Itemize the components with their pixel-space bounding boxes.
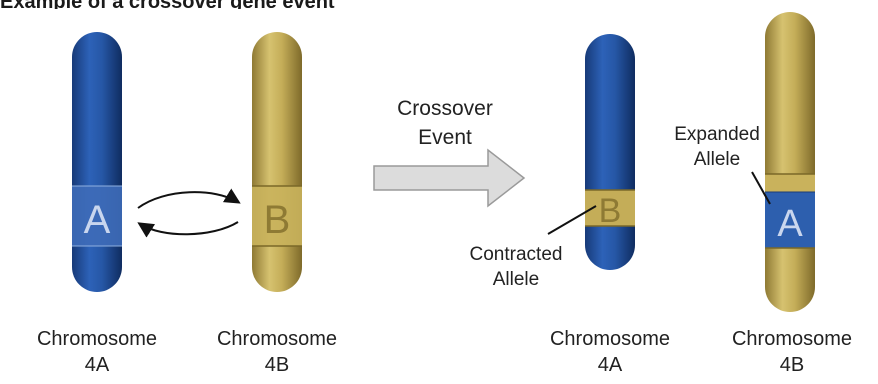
allele-letter: B — [599, 192, 622, 230]
left-chromosome-4a: A — [72, 32, 122, 292]
chromosome-body — [585, 34, 635, 270]
exchange-arrow-right — [138, 192, 238, 208]
right-chromosome-4a: B — [585, 34, 635, 270]
crossover-arrow — [374, 150, 524, 206]
chromosome-body — [252, 32, 302, 292]
left-chromosome-4b: B — [252, 32, 302, 292]
allele-letter: B — [264, 198, 291, 242]
allele-letter: A — [777, 203, 803, 245]
exchange-arrows — [138, 192, 238, 234]
right-chromosome-4b-label: Chromosome 4B — [722, 326, 862, 378]
contracted-allele-label: Contracted Allele — [448, 242, 584, 292]
left-chromosome-4a-label: Chromosome 4A — [27, 326, 167, 378]
exchange-arrow-left — [140, 222, 238, 234]
chromosome-body — [72, 32, 122, 292]
crossover-event-label: Crossover Event — [370, 94, 520, 152]
allele-letter: A — [84, 198, 111, 242]
left-chromosome-4b-label: Chromosome 4B — [207, 326, 347, 378]
expanded-allele-label: Expanded Allele — [652, 122, 782, 172]
allele-band-gold — [765, 174, 815, 192]
right-chromosome-4a-label: Chromosome 4A — [540, 326, 680, 378]
